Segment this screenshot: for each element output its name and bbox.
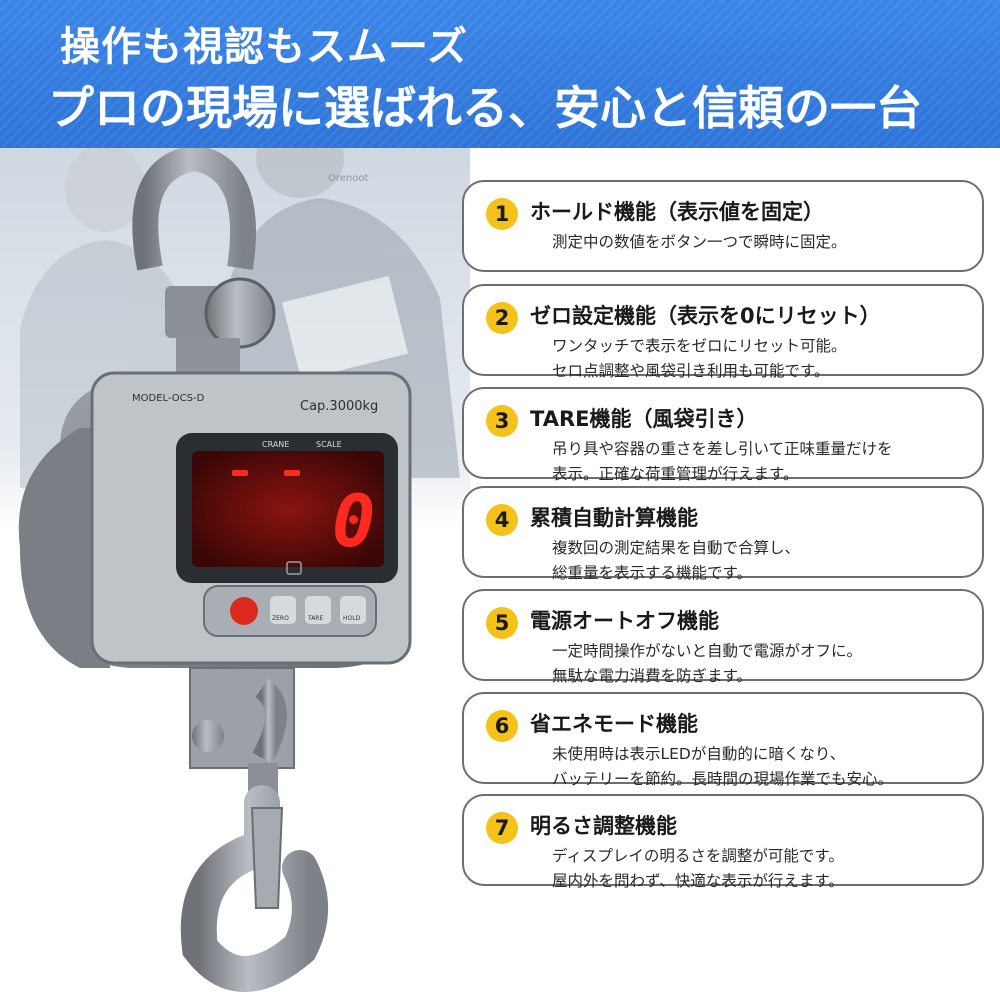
feature-description: ワンタッチで表示をゼロにリセット可能。 セロ点調整や風袋引き利用も可能です。 [552, 337, 847, 380]
power-button [230, 597, 258, 625]
headline-line-2: プロの現場に選ばれる、安心と信頼の一台 [48, 81, 922, 135]
header-banner: 操作も視認もスムーズ プロの現場に選ばれる、安心と信頼の一台 [0, 0, 1000, 148]
feature-title: 明るさ調整機能 [530, 814, 677, 838]
feature-description: 複数回の測定結果を自動で合算し、 総重量を表示する機能です。 [552, 539, 801, 582]
led-display [192, 451, 384, 567]
svg-text:SCALE: SCALE [316, 440, 342, 449]
feature-number-badge: 1 [486, 198, 518, 230]
headline-line-1: 操作も視認もスムーズ [60, 24, 468, 70]
feature-title: 電源オートオフ機能 [530, 609, 719, 633]
feature-card-hold: 1 ホールド機能（表示値を固定） 測定中の数値をボタン一つで瞬時に固定。 [462, 180, 984, 272]
feature-description: 測定中の数値をボタン一つで瞬時に固定。 [552, 233, 847, 251]
feature-description: ディスプレイの明るさを調整が可能です。 屋内外を問わず、快適な表示が行えます。 [552, 847, 844, 890]
crane-scale-illustration: Orenoot MODEL-OCS-D Cap.3000kg CRANE SCA… [0, 148, 470, 1000]
feature-title: TARE機能（風袋引き） [530, 407, 758, 431]
feature-title: ゼロ設定機能（表示を0にリセット） [530, 304, 881, 328]
feature-number-badge: 6 [486, 710, 518, 742]
feature-card-eco-mode: 6 省エネモード機能 未使用時は表示LEDが自動的に暗くなり、 バッテリーを節約… [462, 692, 984, 788]
product-photo: Orenoot MODEL-OCS-D Cap.3000kg CRANE SCA… [0, 148, 470, 1000]
feature-number-badge: 7 [486, 812, 518, 844]
feature-title: 累積自動計算機能 [530, 506, 698, 530]
worker-logo: Orenoot [328, 173, 368, 184]
feature-description: 吊り具や容器の重さを差し引いて正味重量だけを 表示。正確な荷重管理が行えます。 [552, 440, 893, 483]
feature-title: ホールド機能（表示値を固定） [530, 200, 824, 224]
capacity-label: Cap.3000kg [300, 399, 378, 414]
feature-card-accumulation: 4 累積自動計算機能 複数回の測定結果を自動で合算し、 総重量を表示する機能です… [462, 486, 984, 582]
feature-card-tare: 3 TARE機能（風袋引き） 吊り具や容器の重さを差し引いて正味重量だけを 表示… [462, 387, 984, 483]
tare-key-label: TARE [307, 615, 323, 622]
feature-description: 一定時間操作がないと自動で電源がオフに。 無駄な電力消費を防ぎます。 [552, 642, 863, 685]
feature-description: 未使用時は表示LEDが自動的に暗くなり、 バッテリーを節約。長時間の現場作業でも… [552, 745, 894, 788]
hold-key-label: HOLD [343, 615, 361, 622]
feature-number-badge: 2 [486, 302, 518, 334]
svg-text:CRANE: CRANE [262, 440, 289, 449]
feature-number-badge: 4 [486, 504, 518, 536]
feature-number-badge: 3 [486, 405, 518, 437]
model-label: MODEL-OCS-D [132, 393, 205, 404]
feature-card-zero: 2 ゼロ設定機能（表示を0にリセット） ワンタッチで表示をゼロにリセット可能。 … [462, 284, 984, 380]
feature-title: 省エネモード機能 [530, 712, 698, 736]
feature-number-badge: 5 [486, 607, 518, 639]
feature-card-auto-off: 5 電源オートオフ機能 一定時間操作がないと自動で電源がオフに。 無駄な電力消費… [462, 589, 984, 685]
feature-card-brightness: 7 明るさ調整機能 ディスプレイの明るさを調整が可能です。 屋内外を問わず、快適… [462, 794, 984, 890]
zero-key-label: ZERO [272, 615, 289, 622]
display-reading: 0 [332, 479, 375, 563]
